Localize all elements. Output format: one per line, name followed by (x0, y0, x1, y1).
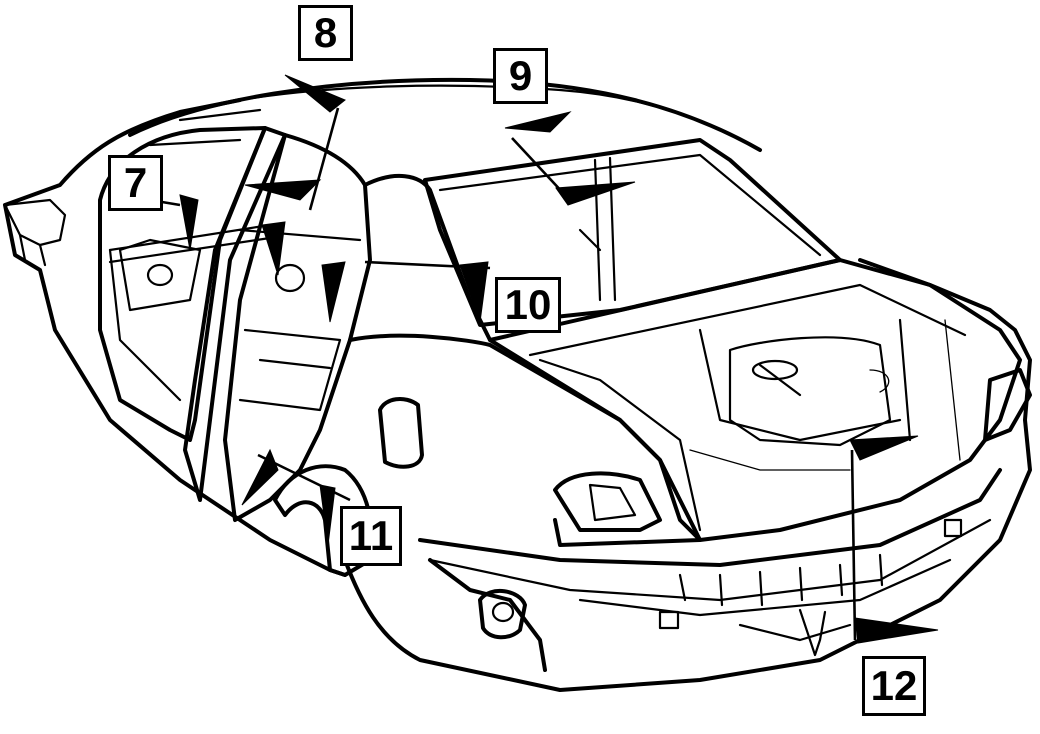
wheel-house-right (728, 336, 892, 447)
rear-window-frame (423, 138, 842, 327)
callout-7: 7 (108, 155, 163, 211)
spare-tire-well (751, 359, 799, 381)
fuel-door (378, 397, 424, 469)
arrow-7-a (179, 194, 199, 251)
tail-light-right (983, 368, 1032, 442)
front-stub (3, 198, 67, 247)
arrow-7-b (261, 221, 286, 276)
leader-9 (511, 137, 566, 196)
callout-9: 9 (493, 48, 548, 104)
callout-12: 12 (862, 656, 926, 716)
leader-12 (850, 449, 857, 641)
arrow-8-head (284, 74, 346, 113)
callout-8: 8 (298, 5, 353, 61)
arrow-11-b (319, 484, 336, 546)
leader-8 (308, 107, 340, 211)
interior-floor (118, 238, 202, 312)
arrow-8-mid (244, 179, 322, 201)
arrow-12-b (854, 617, 939, 644)
callout-10: 10 (495, 277, 561, 333)
arrow-10 (459, 261, 489, 323)
tail-light-left (553, 471, 662, 532)
trunk-opening (488, 258, 1022, 542)
arrow-11-a (241, 448, 279, 506)
leader-11 (257, 453, 351, 502)
arrow-7-c (321, 261, 346, 323)
arrow-9-head (504, 111, 572, 133)
leader-10 (364, 260, 491, 270)
tow-hook (798, 608, 827, 657)
rear-panel-ribs (678, 553, 884, 607)
body-outer-outline (3, 98, 1032, 692)
rear-panel (418, 468, 1002, 567)
rear-quarter-panel (348, 333, 702, 547)
callout-11: 11 (340, 506, 402, 566)
b-pillar (183, 126, 287, 502)
rear-lower-left (428, 558, 547, 672)
c-pillar (363, 173, 492, 342)
arrow-9-mid (555, 181, 636, 206)
bumper-bracket (478, 588, 527, 640)
arrow-12-a (849, 435, 919, 461)
rear-window-center-post (593, 156, 617, 302)
